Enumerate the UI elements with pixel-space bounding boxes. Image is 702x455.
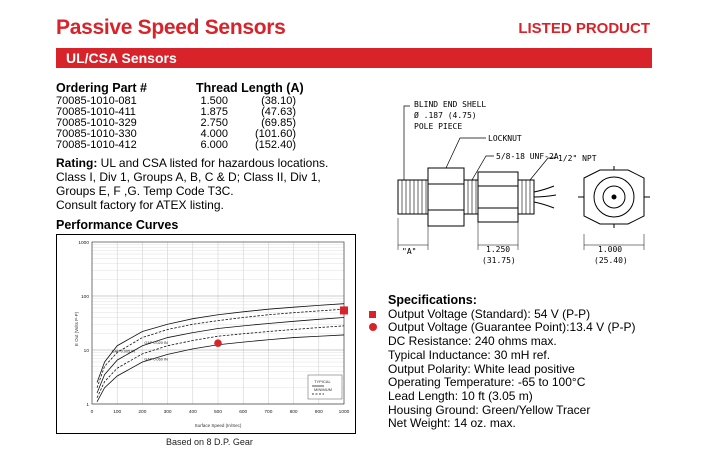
performance-curves-title: Performance Curves [56,218,179,232]
chart-caption: Based on 8 D.P. Gear [166,437,253,447]
x-tick-label: 700 [264,409,272,415]
x-axis-label: Surface Speed (In/Sec) [195,423,242,428]
x-tick-label: 0 [91,409,94,415]
thread-length-mm: (152.40) [255,139,296,151]
part-number: 70085-1010-330 [56,128,137,140]
thread-length-mm: (47.63) [261,106,296,118]
thread-length-in: 1.500 [200,95,228,107]
rating-block: Rating: UL and CSA listed for hazardous … [56,156,356,212]
rating-label: Rating: [56,156,98,170]
guarantee-point [214,339,222,347]
spec-output-guarantee: Output Voltage (Guarantee Point):13.4 V … [388,320,636,335]
y-axis-label: E Out (Volts P-P) [74,311,79,346]
locknut-body [427,167,465,227]
locknut-leader [445,137,486,169]
listed-product-label: LISTED PRODUCT [518,20,650,37]
sensor-drawing: BLIND END SHELL Ø .187 (4.75) POLE PIECE… [397,100,650,265]
spec-housing-ground: Housing Ground: Green/Yellow Tracer [388,402,591,417]
x-tick-label: 1000 [339,409,350,415]
lead-wire [533,185,555,193]
npt-label: 1/2" NPT [558,154,597,163]
section-bar: UL/CSA Sensors [56,48,652,68]
ordering-part-header: Ordering Part # [56,81,147,95]
chart-frame [56,234,356,434]
rating-line: Class I, Div 1, Groups A, B, C & D; Clas… [56,170,321,184]
thread-length-in: 2.750 [200,117,228,129]
standard-point [340,306,348,315]
dim-1250-label: 1.250 [486,245,510,254]
thread-length-in: 6.000 [200,139,228,151]
spec-inductance: Typical Inductance: 30 mH ref. [388,347,551,362]
thread-leader [471,155,494,181]
spec-dc-resistance: DC Resistance: 240 ohms max. [388,334,557,349]
x-tick-label: 400 [189,409,197,415]
x-tick-label: 200 [138,409,146,415]
section-bar-label: UL/CSA Sensors [66,50,177,66]
curve-label: GAP 0.020 IN [144,341,168,345]
part-number: 70085-1010-412 [56,139,137,151]
series-line [96,325,345,399]
pole-piece-label: POLE PIECE [414,122,462,131]
part-number: 70085-1010-329 [56,117,137,129]
thread-length-in: 4.000 [200,128,228,140]
legend-typical: TYPICAL [314,379,331,384]
end-view-hex [583,169,645,225]
blind-end-dia: Ø .187 (4.75) [414,110,477,120]
y-tick-label: 1000 [78,240,89,246]
dim-2540-label: (25.40) [594,256,628,265]
curve-label: GAP 0.005 IN [112,350,136,354]
thread-length-mm: (69.85) [261,117,296,129]
threaded-body [397,179,429,215]
y-tick-label: 1 [86,402,89,408]
x-tick-label: 500 [214,409,222,415]
rating-line: Groups E, F ,G. Temp Code T3C. [56,184,234,198]
series-line [96,303,345,383]
thread-label: 5/8-18 UNF-2A [496,152,559,161]
x-tick-label: 900 [315,409,323,415]
thread-length-in: 1.875 [200,106,228,118]
part-number: 70085-1010-411 [56,106,136,118]
page-title: Passive Speed Sensors [56,16,286,39]
locknut-label: LOCKNUT [488,134,522,143]
series-line [96,334,345,402]
dim-1000-label: 1.000 [598,245,622,254]
blind-end-label: BLIND END SHELL [414,100,486,109]
curve-label: GAP 0.060 IN [144,357,168,361]
plot-area [91,241,345,405]
dim-3175-label: (31.75) [482,256,516,265]
hex-housing [477,171,519,223]
thread-length-mm: (101.60) [255,128,296,140]
dim-a-label: "A" [402,247,416,256]
legend-box [307,374,343,400]
chart-curves: GAP 0.005 IN GAP 0.020 IN GAP 0.060 IN [96,303,348,402]
x-tick-label: 800 [290,409,298,415]
standard-output-marker [369,311,376,318]
thread-lines [401,180,427,214]
specifications-title: Specifications: [388,293,477,307]
thread-length-header: Thread Length (A) [196,81,304,95]
spec-lead-length: Lead Length: 10 ft (3.05 m) [388,388,533,403]
blind-end-leader [403,105,410,180]
spec-output-standard: Output Voltage (Standard): 54 V (P-P) [388,306,591,321]
series-line [96,317,345,394]
chart-ticks: 0 100 200 300 400 500 600 700 800 900 1000 1000 100 1… [78,240,349,415]
x-tick-label: 100 [113,409,121,415]
legend-minimum: MINIMUM [314,387,332,392]
y-tick-label: 100 [81,294,89,300]
rating-line: UL and CSA listed for hazardous location… [97,156,329,170]
x-tick-label: 600 [239,409,247,415]
thread-length-mm: (38.10) [261,95,296,107]
spec-operating-temp: Operating Temperature: -65 to 100°C [388,375,586,390]
series-line [96,308,345,388]
rating-line: Consult factory for ATEX listing. [56,198,224,212]
part-number: 70085-1010-081 [56,95,137,107]
spec-polarity: Output Polarity: White lead positive [388,361,575,376]
npt-leader [529,157,556,181]
specifications-block: Specifications: Output Voltage (Standard… [388,293,636,431]
y-tick-label: 10 [84,348,90,354]
spec-net-weight: Net Weight: 14 oz. max. [388,416,516,431]
guarantee-point-marker [369,323,377,331]
x-tick-label: 300 [164,409,172,415]
